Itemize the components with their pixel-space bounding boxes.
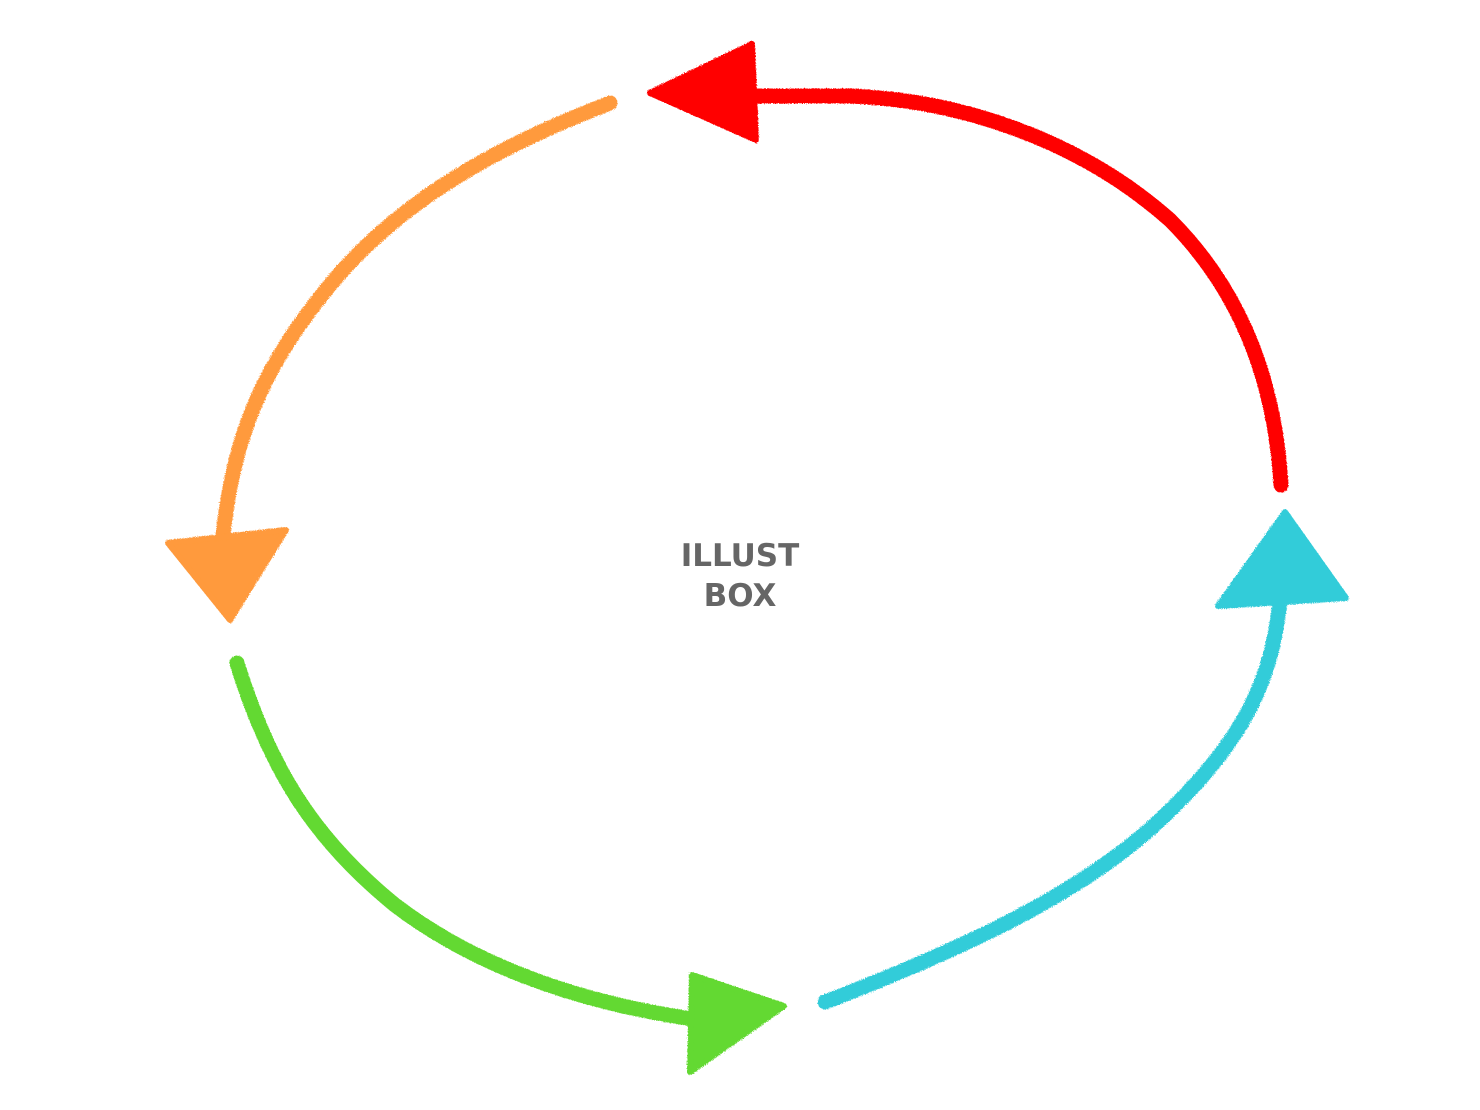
red-arrow: [647, 41, 1289, 493]
green-arrow-shaft: [229, 655, 708, 1028]
red-arrow-head-icon: [647, 41, 759, 143]
cyan-arrow: [817, 509, 1349, 1010]
cyan-arrow-head-icon: [1215, 509, 1349, 609]
green-arrow-head-icon: [687, 972, 787, 1075]
green-arrow: [229, 655, 787, 1075]
orange-arrow-head-icon: [165, 527, 289, 623]
orange-arrow: [165, 95, 618, 623]
orange-arrow-shaft: [214, 95, 618, 553]
watermark-text: ILLUST BOX: [680, 538, 800, 614]
red-arrow-shaft: [732, 88, 1289, 493]
cyan-arrow-shaft: [817, 592, 1288, 1010]
